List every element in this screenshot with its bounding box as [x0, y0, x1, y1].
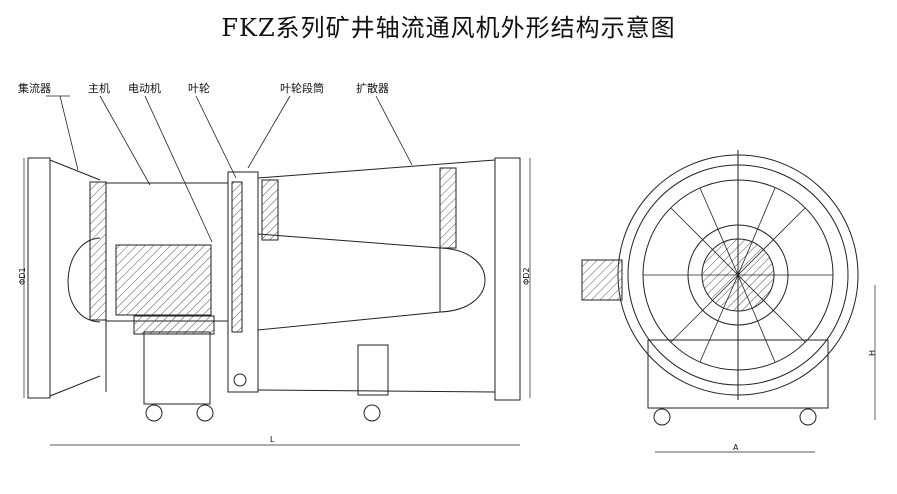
- main-casing: [89, 181, 229, 392]
- leader-lines: [46, 95, 413, 243]
- collector: [27, 157, 101, 399]
- dim-d1: ΦD1: [18, 267, 27, 285]
- dim-length: L: [270, 435, 275, 444]
- label-collector: 集流器: [18, 82, 51, 95]
- label-impeller: 叶轮: [188, 82, 210, 95]
- label-main-machine: 主机: [88, 82, 110, 95]
- dim-height: H: [868, 349, 877, 356]
- diffuser: [257, 157, 521, 401]
- impeller-section: [227, 171, 279, 393]
- dim-width: A: [733, 443, 739, 452]
- diagram-title: FKZ系列矿井轴流通风机外形结构示意图: [221, 14, 676, 42]
- label-motor: 电动机: [128, 82, 161, 95]
- dim-d2: ΦD2: [522, 267, 531, 285]
- label-diffuser: 扩散器: [356, 82, 389, 95]
- label-impeller-section: 叶轮段筒: [280, 82, 324, 95]
- stands-left: [143, 331, 389, 422]
- front-view: [581, 150, 876, 453]
